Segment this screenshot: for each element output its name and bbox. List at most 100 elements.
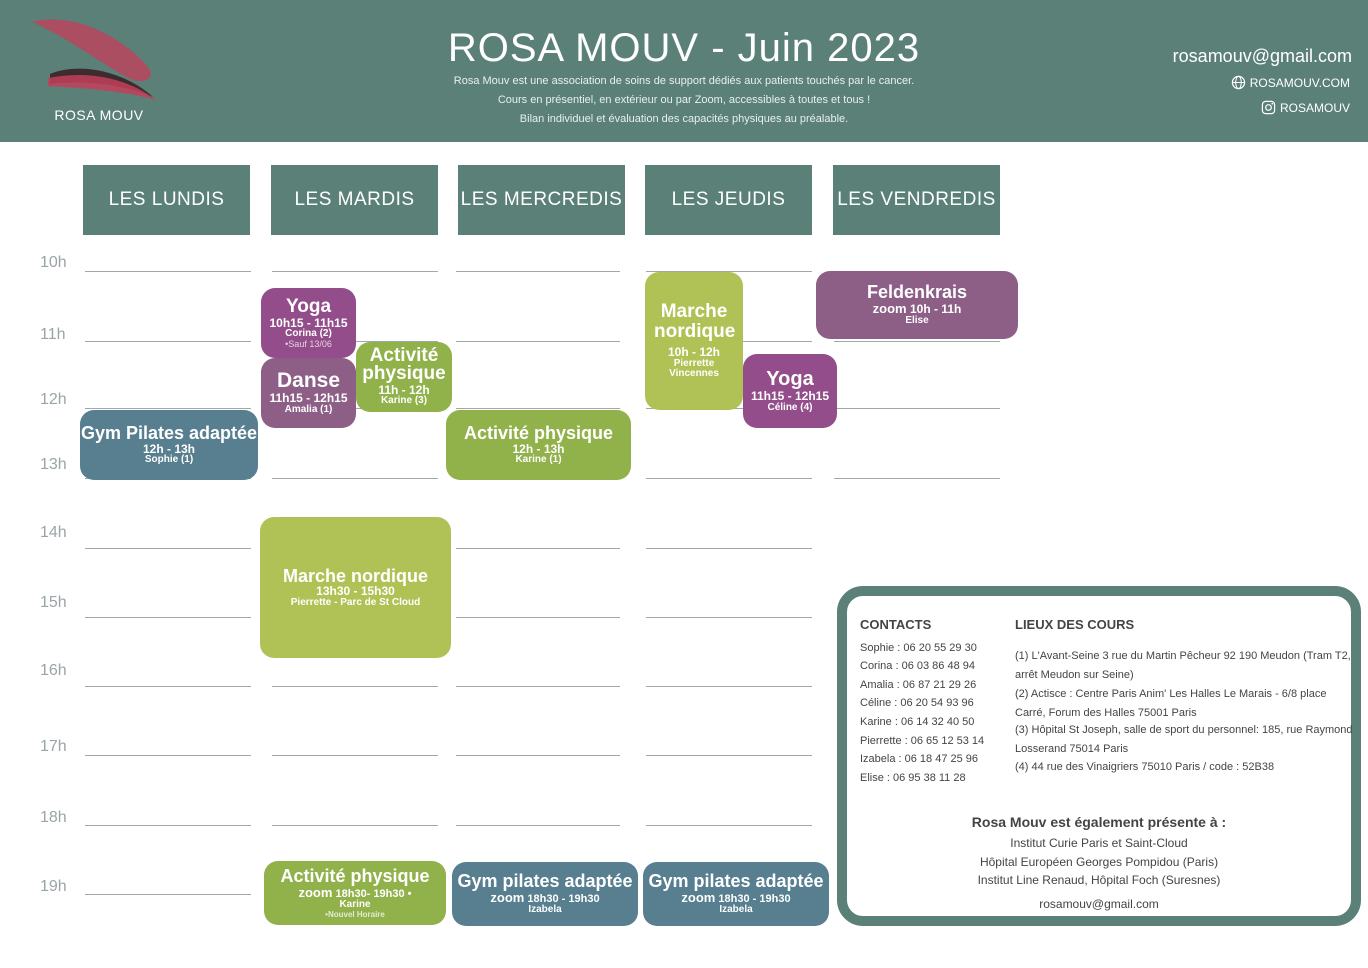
event-title: Marche nordique	[282, 565, 429, 586]
rosa-mouv-logo-icon	[32, 19, 156, 100]
hour-label: 19h	[40, 878, 67, 895]
grid-line	[272, 686, 438, 687]
lieu-item: (3) Hôpital St Joseph, salle de sport du…	[1015, 724, 1353, 755]
globe-icon	[1231, 75, 1245, 90]
instagram-text: ROSAMOUV	[1279, 100, 1350, 115]
event-person: Sophie (1)	[144, 454, 194, 466]
hour-label: 16h	[40, 662, 67, 679]
header-banner: ROSA MOUV ROSA MOUV - Juin 2023 Rosa Mou…	[0, 0, 1368, 142]
day-header-lundi: LES LUNDIS	[83, 165, 250, 235]
event-person: Elise	[905, 315, 929, 327]
event-time: 11h15 - 12h15	[269, 391, 348, 406]
grid-line	[272, 825, 438, 826]
event-time: 18h30 - 19h30	[527, 892, 600, 905]
event-time: 18h30 - 19h30	[718, 892, 791, 905]
event-person: Karine	[339, 899, 371, 911]
grid-line	[85, 271, 251, 272]
hour-label: 18h	[40, 809, 67, 826]
hour-label: 13h	[40, 456, 67, 473]
event-person: Corina (2)	[285, 328, 332, 340]
header-email[interactable]: rosamouv@gmail.com	[1172, 46, 1352, 66]
website-text: ROSAMOUV.COM	[1249, 75, 1350, 90]
page-title: ROSA MOUV - Juin 2023	[447, 26, 921, 70]
grid-line	[456, 271, 620, 272]
contact-item: Amalia : 06 87 21 29 26	[860, 679, 977, 691]
event-title: Activité physique	[280, 865, 430, 886]
event-time: 13h30 - 15h30	[316, 584, 395, 599]
event-yoga-jeudi[interactable]: Yoga 11h15 - 12h15 Céline (4)	[743, 354, 837, 428]
event-note: •Sauf 13/06	[285, 338, 332, 349]
logo-text: ROSA MOUV	[54, 107, 144, 123]
grid-line	[646, 478, 812, 479]
event-time: 10h - 11h	[909, 302, 962, 317]
hour-label: 15h	[40, 594, 67, 611]
hour-label: 17h	[40, 738, 67, 755]
event-gym-jeudi-soir[interactable]: Gym pilates adaptée zoom 18h30 - 19h30 I…	[643, 862, 829, 926]
lieu-item: (1) L'Avant-Seine 3 rue du Martin Pêcheu…	[1015, 650, 1351, 681]
event-title: Danse	[276, 369, 341, 393]
event-person: Izabela	[719, 904, 753, 916]
event-time: 12h - 13h	[142, 441, 196, 456]
event-danse[interactable]: Danse 11h15 - 12h15 Amalia (1)	[261, 358, 356, 428]
zoom-label: zoom	[681, 889, 716, 905]
info-email[interactable]: rosamouv@gmail.com	[1039, 897, 1159, 911]
event-person: Izabela	[528, 904, 562, 916]
lieux-title: LIEUX DES COURS	[1015, 617, 1135, 632]
event-marche-mardi[interactable]: Marche nordique 13h30 - 15h30 Pierrette …	[260, 517, 451, 658]
info-panel: CONTACTS Sophie : 06 20 55 29 30 Corina …	[837, 586, 1361, 926]
hour-label: 11h	[40, 326, 66, 343]
contact-item: Corina : 06 03 86 48 94	[860, 660, 975, 672]
event-time: 11h - 12h	[378, 382, 430, 397]
event-person: Céline (4)	[767, 401, 813, 413]
also-present-item: Institut Curie Paris et Saint-Cloud	[1010, 836, 1188, 850]
contact-item: Sophie : 06 20 55 29 30	[860, 642, 977, 654]
grid-line	[834, 408, 1000, 409]
grid-line	[456, 686, 620, 687]
contact-item: Karine : 06 14 32 40 50	[860, 716, 975, 728]
zoom-label: zoom	[872, 301, 907, 317]
event-person: Karine (1)	[515, 454, 562, 466]
event-activite-mercredi[interactable]: Activité physique 12h - 13h Karine (1)	[446, 410, 631, 480]
event-gym-lundi[interactable]: Gym Pilates adaptée 12h - 13h Sophie (1)	[80, 410, 258, 480]
event-person: Pierrette Vincennes	[669, 357, 719, 380]
grid-line	[646, 825, 812, 826]
grid-line	[85, 686, 251, 687]
event-time: 10h - 12h	[667, 345, 721, 360]
day-header-jeudi: LES JEUDIS	[645, 165, 812, 235]
contact-item: Elise : 06 95 38 11 28	[860, 772, 966, 784]
event-gym-mercredi-soir[interactable]: Gym pilates adaptée zoom 18h30 - 19h30 I…	[452, 862, 638, 926]
instagram-icon	[1261, 100, 1276, 115]
grid-line	[646, 755, 812, 756]
grid-line	[646, 271, 812, 272]
grid-line	[85, 617, 251, 618]
event-yoga-mardi[interactable]: Yoga 10h15 - 11h15 Corina (2) •Sauf 13/0…	[261, 288, 356, 358]
event-title: Yoga	[766, 367, 814, 390]
event-marche-jeudi[interactable]: Marche nordique 10h - 12h Pierrette Vinc…	[645, 272, 743, 410]
event-note: •Nouvel Horaire	[325, 909, 385, 919]
event-title: Activité physique	[463, 423, 614, 443]
event-person: Pierrette - Parc de St Cloud	[290, 596, 421, 608]
website-link[interactable]: ROSAMOUV.COM	[1231, 75, 1350, 90]
zoom-label: zoom	[490, 889, 525, 905]
grid-line	[85, 894, 251, 895]
event-title: Gym pilates adaptée	[648, 871, 824, 892]
zoom-label: zoom	[298, 884, 333, 900]
contact-item: Izabela : 06 18 47 25 96	[860, 753, 979, 765]
contacts-title: CONTACTS	[860, 617, 932, 632]
event-person: Karine (3)	[380, 395, 428, 407]
instagram-link[interactable]: ROSAMOUV	[1261, 100, 1350, 115]
day-header-mercredi: LES MERCREDIS	[458, 165, 625, 235]
event-time: 12h - 13h	[512, 441, 565, 456]
day-header-mardi: LES MARDIS	[271, 165, 438, 235]
grid-line	[272, 755, 438, 756]
grid-line	[456, 825, 620, 826]
event-title: Gym Pilates adaptée	[80, 423, 258, 443]
event-title: Activité physique	[362, 345, 446, 385]
grid-line	[456, 755, 620, 756]
grid-line	[85, 341, 251, 342]
event-time: 18h30- 19h30 •	[335, 887, 412, 900]
event-activite-soir[interactable]: Activité physique zoom 18h30- 19h30 • Ka…	[264, 861, 446, 925]
event-activite-mardi[interactable]: Activité physique 11h - 12h Karine (3)	[356, 342, 452, 412]
event-feldenkrais[interactable]: Feldenkrais zoom 10h - 11h Elise	[816, 271, 1018, 339]
hour-label: 12h	[40, 391, 67, 408]
